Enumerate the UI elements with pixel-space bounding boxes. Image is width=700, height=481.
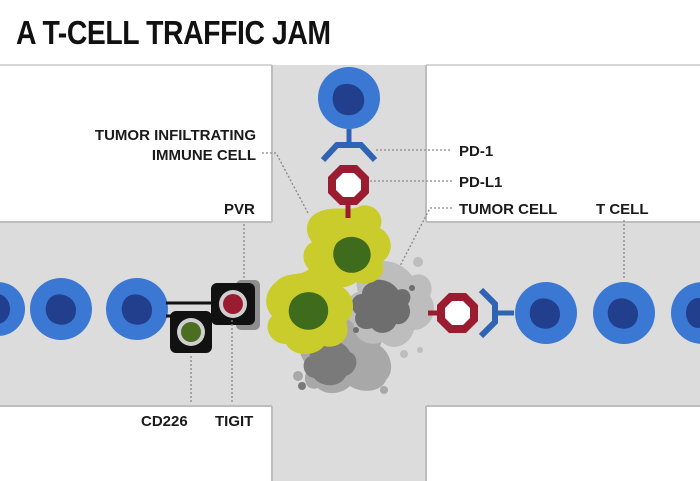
leader-tumor-infiltrating [262,152,309,214]
label-tumor-cell: TUMOR CELL [459,201,557,218]
leader-tumor-cell [399,207,452,267]
t-cell-right-1 [515,282,577,344]
pdl1-ligand-top [328,165,369,218]
label-t-cell: T CELL [596,201,649,218]
label-tigit: TIGIT [215,413,253,430]
label-pvr: PVR [224,201,255,218]
pd1-receptor-top [320,129,378,163]
label-cd226: CD226 [141,413,188,430]
label-tumor-infiltrating-line2: IMMUNE CELL [152,147,256,164]
t-cell-right-2 [593,282,655,344]
pdl1-ligand-right [428,293,478,333]
tigit-receptor [211,283,255,325]
cd226-receptor [170,311,212,353]
t-cell-left-1 [0,282,25,336]
page-title: A T-CELL TRAFFIC JAM [16,14,331,51]
t-cell-top [318,67,380,129]
t-cell-left-2 [30,278,92,340]
immune-cell-bottom [266,264,354,355]
pd1-receptor-right [478,287,514,339]
t-cell-right-3 [671,282,700,344]
t-cell-left-3 [106,278,168,340]
label-tumor-infiltrating-line1: TUMOR INFILTRATING [95,127,256,144]
label-pd1: PD-1 [459,143,493,160]
label-pdl1: PD-L1 [459,174,502,191]
leader-lines [190,149,625,404]
